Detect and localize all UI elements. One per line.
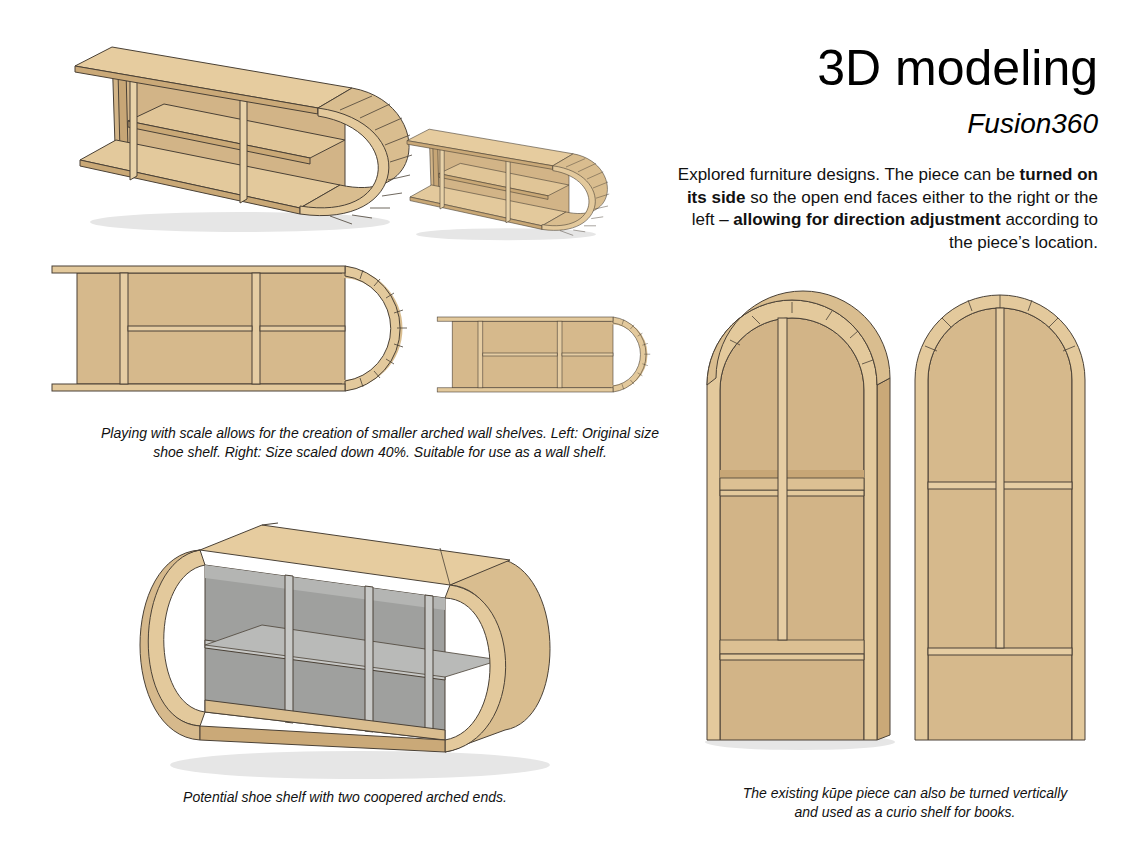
- page-title: 3D modeling: [598, 40, 1098, 96]
- software-subtitle: Fusion360: [698, 108, 1098, 140]
- small-shelf-elevation: [437, 317, 650, 392]
- emphasis-text: allowing for direction adjustment: [733, 210, 1000, 229]
- shelf-render: [75, 47, 412, 232]
- curio-caption: The existing kūpe piece can also be turn…: [735, 784, 1075, 822]
- curio-shelf-render: [705, 291, 895, 750]
- scale-caption: Playing with scale allows for the creati…: [85, 424, 675, 462]
- shoe-shelf-caption: Potential shoe shelf with two coopered a…: [110, 788, 580, 807]
- small-shelf-render: [407, 129, 609, 240]
- description-text: Explored furniture designs. The piece ca…: [678, 165, 1015, 184]
- description-paragraph: Explored furniture designs. The piece ca…: [673, 164, 1098, 254]
- curio-shelf-elevation: [915, 295, 1085, 740]
- oval-shoe-shelf: [140, 523, 550, 779]
- shelf-elevation: [52, 266, 407, 391]
